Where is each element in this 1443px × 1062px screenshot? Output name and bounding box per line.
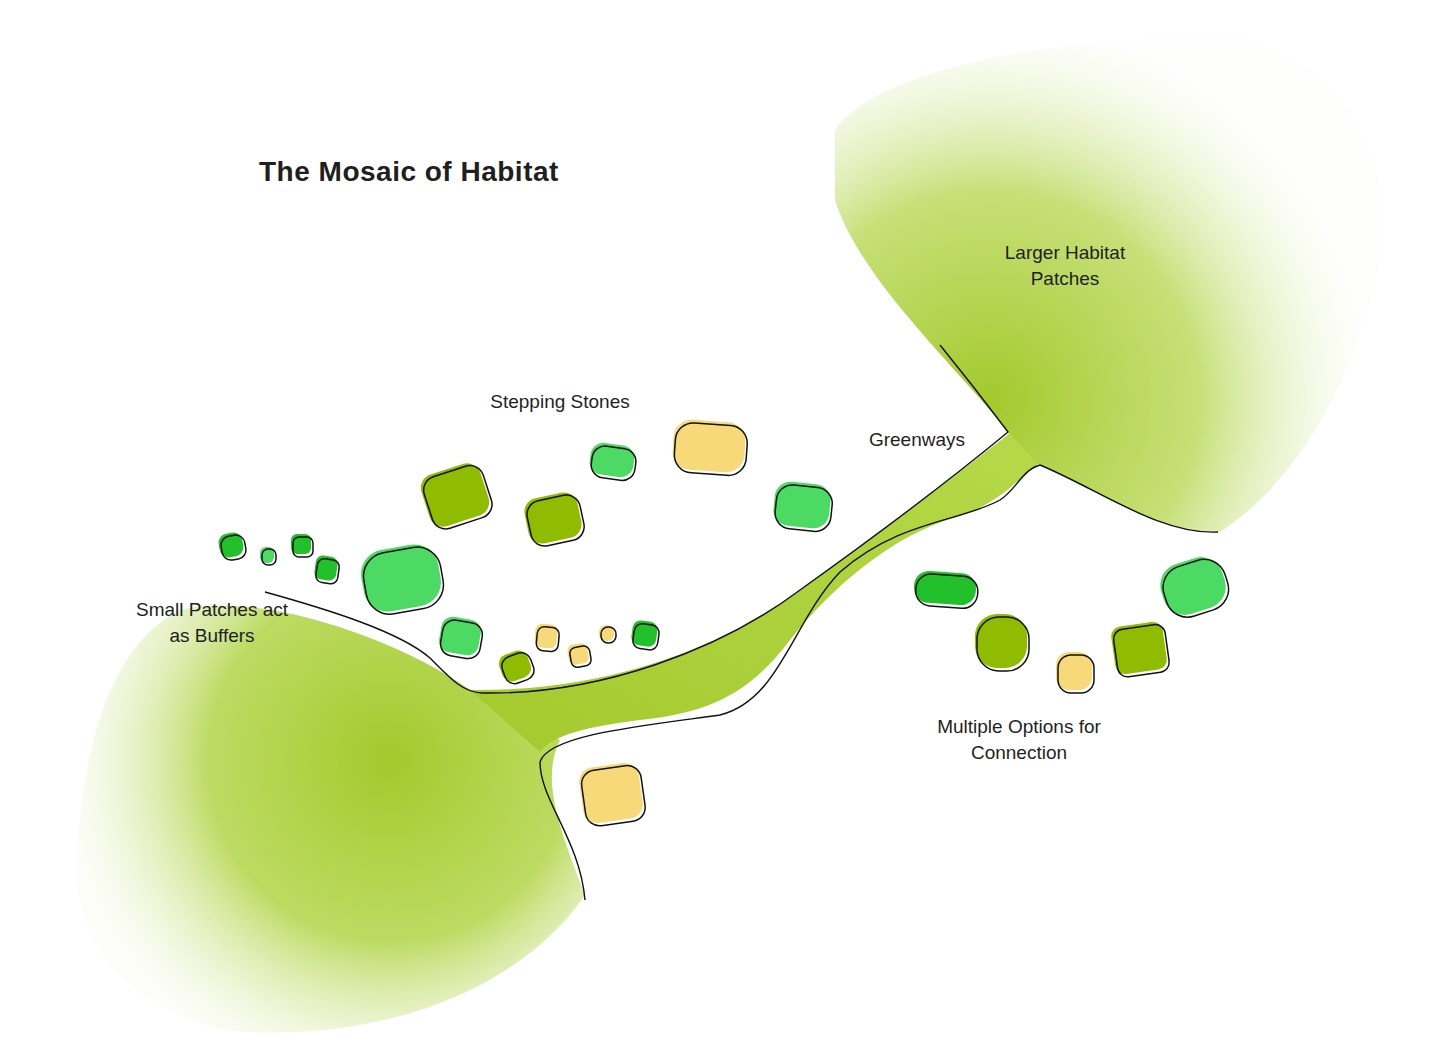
greenway-edge bbox=[265, 345, 1008, 693]
annotation-label: Greenways bbox=[847, 427, 987, 453]
diagram-title: The Mosaic of Habitat bbox=[259, 156, 559, 188]
patch-label: Larger Habitat Patches bbox=[970, 240, 1160, 292]
patch-outline bbox=[835, 30, 1400, 535]
habitat-patch bbox=[835, 35, 1383, 532]
annotation-label: Stepping Stones bbox=[460, 389, 660, 415]
stepping-stone-patches bbox=[217, 419, 1234, 828]
habitat-patch bbox=[76, 605, 585, 1032]
annotation-label: Multiple Options for Connection bbox=[919, 714, 1119, 766]
annotation-label: Small Patches act as Buffers bbox=[127, 597, 297, 649]
greenway-edge bbox=[540, 465, 1218, 900]
greenway-band bbox=[470, 433, 1040, 752]
habitat-patch-region: Larger Habitat Patches bbox=[835, 30, 1400, 535]
